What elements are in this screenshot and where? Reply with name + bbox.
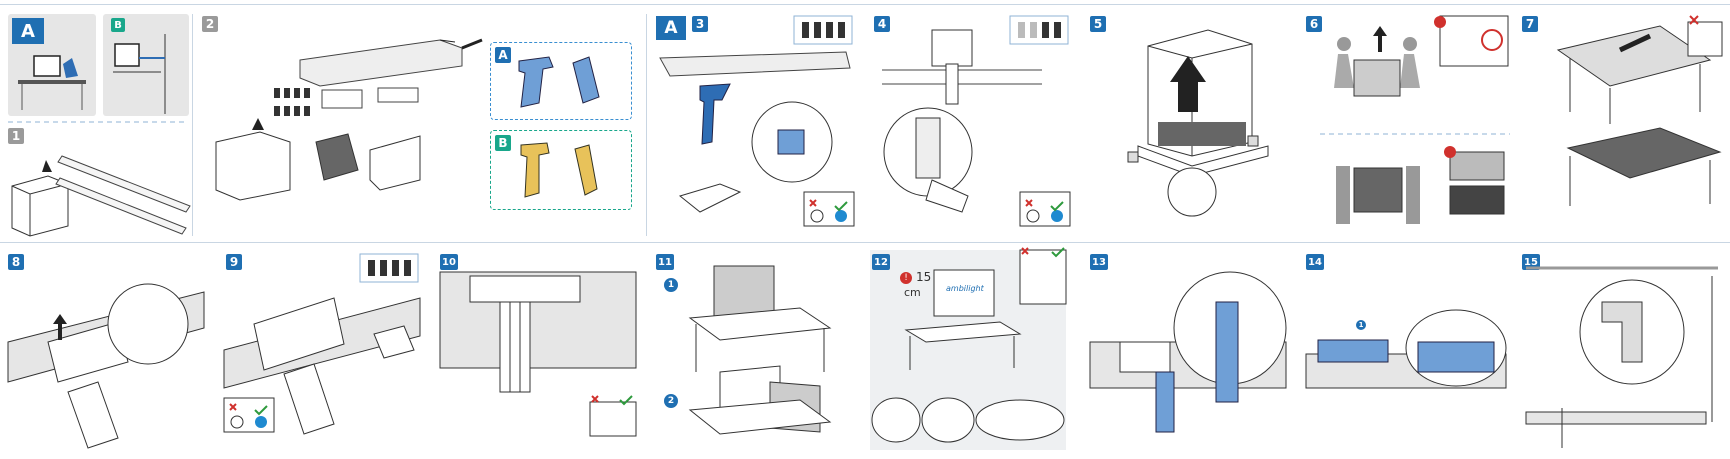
step-14-badge: 14	[1306, 254, 1324, 270]
remove-protection-icon	[688, 265, 832, 435]
step-2-badge: 2	[202, 16, 218, 32]
sub-step-1-marker: 1	[664, 278, 678, 292]
option-a-panel: A	[8, 14, 96, 116]
step-8-badge: 8	[8, 254, 24, 270]
step-3-badge: 3	[692, 16, 708, 32]
sub-step-2-marker: 2	[664, 394, 678, 408]
step-6-badge: 6	[1306, 16, 1322, 32]
step-12-panel: 12 ! 15 cm ambilight	[870, 247, 1067, 450]
box-contents-icon	[215, 38, 483, 201]
stand-attach-icon	[882, 15, 1071, 227]
option-a-badge-step3: A	[656, 16, 686, 40]
attach-cover-icon	[1305, 309, 1507, 389]
place-on-table-icon	[1556, 15, 1723, 206]
step-11-badge: 11	[656, 254, 674, 270]
lift-box-icon	[1127, 29, 1269, 217]
cable-cover-icon	[1089, 271, 1287, 433]
step-4-badge: 4	[874, 16, 890, 32]
two-person-lift-icon	[1320, 15, 1510, 224]
column-divider	[646, 14, 647, 236]
unbox-slim-icon	[11, 155, 191, 237]
sub-step-1-marker: 1	[1356, 320, 1366, 330]
option-b-parts: B	[490, 130, 632, 210]
step-9-badge: 9	[226, 254, 242, 270]
ambilight-tv-icon	[871, 247, 1067, 443]
step-15-badge: 15	[1522, 254, 1540, 270]
warning-icon: !	[900, 272, 912, 284]
stand-screw-icon	[659, 15, 855, 227]
option-b-panel: B	[103, 14, 189, 116]
top-divider	[0, 4, 1730, 5]
step-1-badge: 1	[8, 128, 24, 144]
option-a-parts: A	[490, 42, 632, 120]
option-a-badge: A	[12, 18, 44, 44]
option-b-badge: B	[111, 18, 125, 32]
option-b-parts-badge: B	[495, 135, 511, 151]
step-7-badge: 7	[1522, 16, 1538, 32]
blue-stand-icon	[518, 56, 600, 108]
tv-on-table-icon	[18, 55, 86, 110]
screw-stand-icon	[223, 253, 421, 435]
tv-wall-mount-icon	[113, 34, 166, 114]
distance-unit: cm	[904, 286, 921, 299]
ambilight-logo: ambilight	[946, 284, 984, 293]
step-13-badge: 13	[1090, 254, 1108, 270]
column-divider	[192, 14, 193, 236]
row-divider	[0, 242, 1730, 243]
step-5-badge: 5	[1090, 16, 1106, 32]
step-10-badge: 10	[440, 254, 458, 270]
distance-value: 15	[916, 270, 932, 284]
step-12-badge: 12	[872, 254, 890, 270]
stand-clip-icon	[7, 283, 205, 449]
cable-route-icon	[439, 271, 637, 437]
yellow-stand-icon	[520, 142, 598, 198]
dashed-divider	[8, 121, 188, 123]
wall-spacer-icon	[1525, 266, 1718, 448]
option-a-parts-badge: A	[495, 47, 511, 63]
